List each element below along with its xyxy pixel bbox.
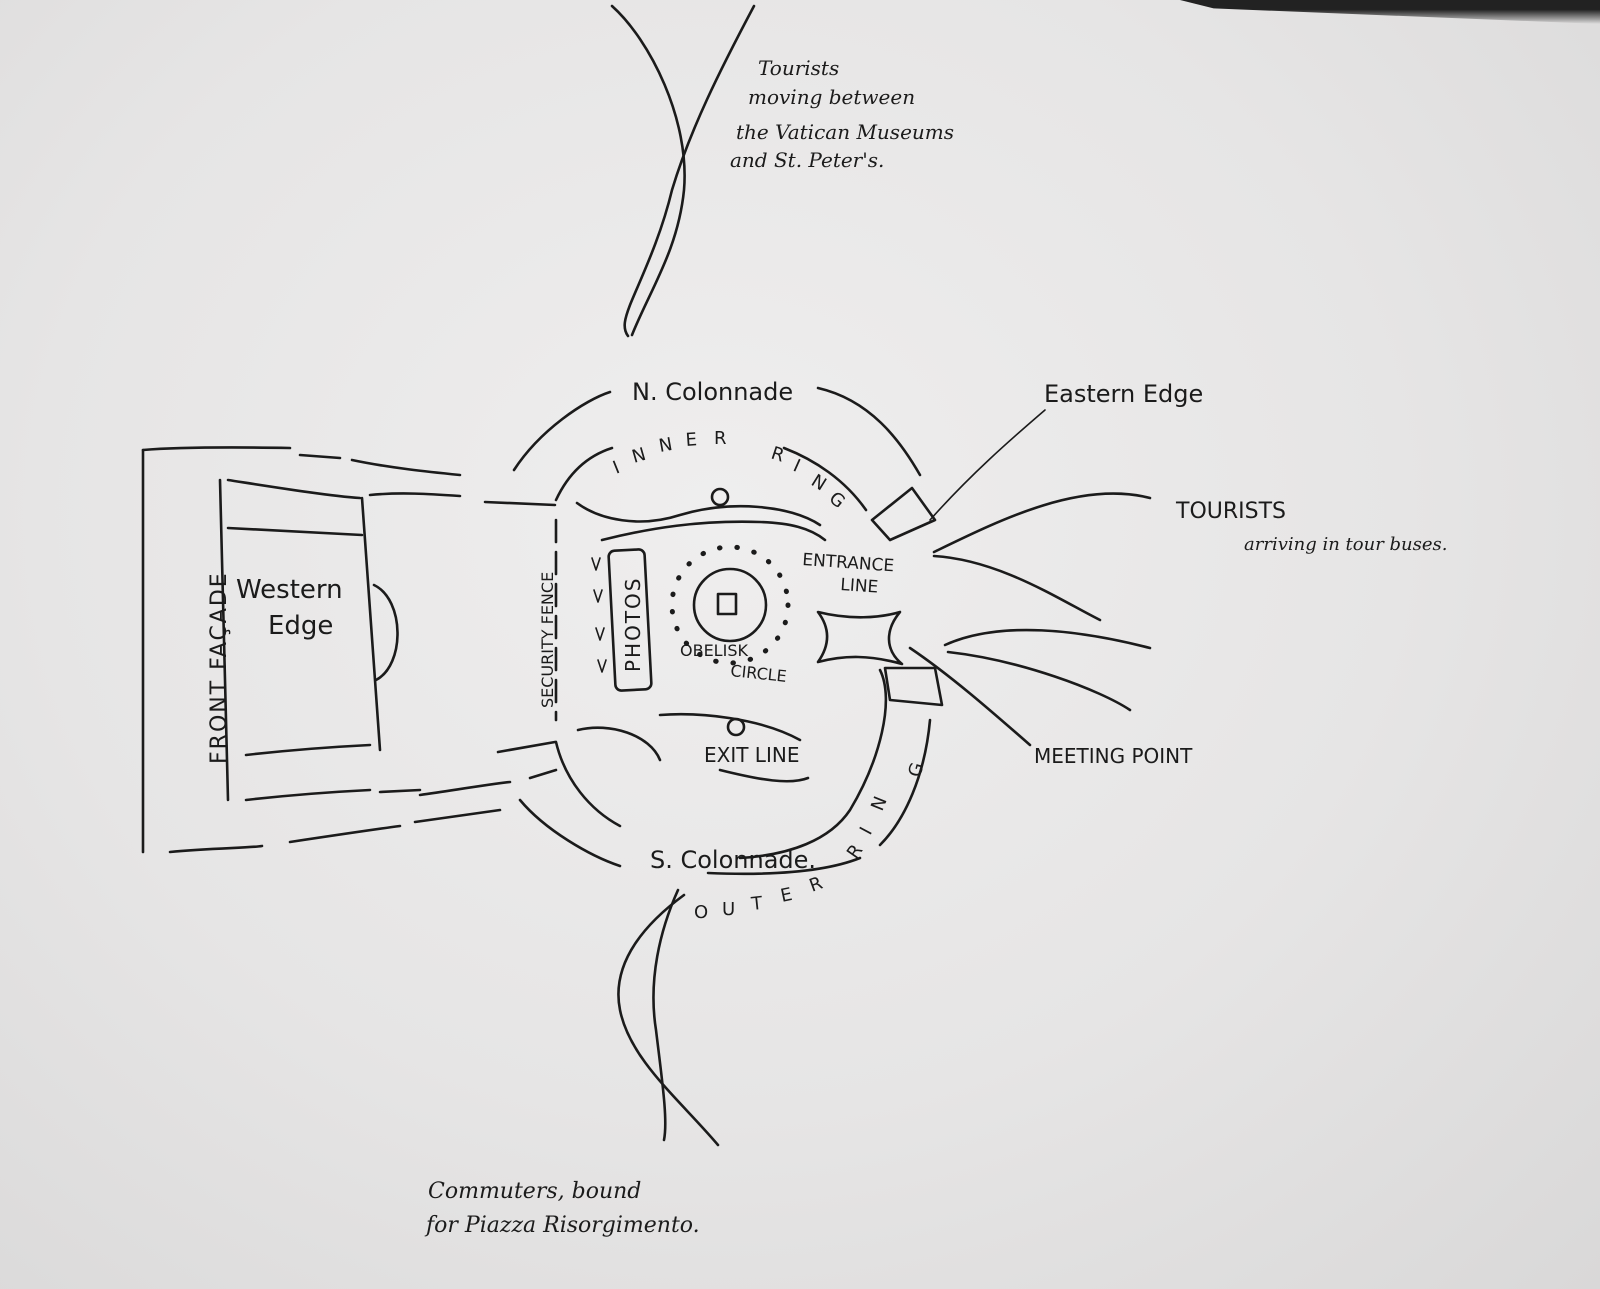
inner-barriers	[575, 501, 827, 783]
meeting-point-leader	[908, 646, 1032, 747]
outer-ring-char: R	[843, 841, 867, 863]
s-colonnade-label: S. Colonnade.	[650, 846, 816, 874]
photos-label: PHOTOS	[621, 577, 645, 673]
photos-box	[607, 548, 653, 692]
inner-ring-char: G	[825, 488, 849, 513]
circle-label: CIRCLE	[730, 661, 788, 686]
inner-ring-char: I	[610, 457, 623, 478]
n-colonnade-label: N. Colonnade	[632, 378, 793, 406]
entrance-line-label-2: LINE	[840, 575, 879, 598]
inner-ring-label: I N N E R R I N G	[610, 428, 849, 513]
south-flow-label: Commuters, bound for Piazza Risorgimento…	[424, 1179, 700, 1238]
eastern-gate-blocks	[870, 486, 944, 707]
outer-ring-char: U	[722, 899, 735, 920]
inner-ring-char: R	[714, 428, 727, 449]
eastern-edge-leader	[929, 409, 1046, 521]
entrance-gate	[816, 610, 904, 666]
entrance-line-label-1: ENTRANCE	[802, 550, 895, 576]
north-flow-line-1: Tourists	[758, 56, 839, 80]
south-flow-arrow	[617, 888, 720, 1147]
inner-ring-char: N	[657, 434, 674, 457]
meeting-point-label: MEETING POINT	[1034, 744, 1193, 768]
inner-ring-char: R	[768, 443, 786, 467]
tourists-title: TOURISTS	[1175, 499, 1286, 524]
western-edge-label-2: Edge	[268, 611, 333, 641]
photo-people-marks	[591, 557, 607, 673]
security-fence-label: SECURITY FENCE	[538, 572, 557, 708]
tourists-subtitle: arriving in tour buses.	[1244, 534, 1447, 555]
obelisk-label: OBELISK	[680, 641, 748, 660]
outer-ring-char: T	[749, 893, 764, 915]
basilica-block	[141, 446, 558, 854]
south-fountain	[726, 717, 746, 737]
inner-ring	[554, 446, 888, 860]
outer-ring-char: N	[867, 794, 892, 814]
exit-line-label: EXIT LINE	[704, 743, 799, 767]
eastern-edge-label: Eastern Edge	[1044, 380, 1203, 408]
north-flow-line-4: and St. Peter's.	[730, 148, 884, 172]
obelisk-circle	[669, 544, 791, 666]
north-flow-arrow	[610, 4, 756, 338]
outer-ring-char: I	[856, 824, 877, 839]
inner-ring-char: I	[790, 455, 803, 476]
inner-ring-char: N	[630, 444, 649, 468]
north-flow-label: Tourists moving between the Vatican Muse…	[730, 56, 954, 172]
outer-ring-char: G	[905, 760, 929, 779]
outer-colonnade	[512, 386, 932, 876]
eastern-flow-lines	[932, 492, 1152, 712]
inner-ring-char: E	[685, 429, 698, 451]
front-facade-label: FRONT FAÇADE	[207, 571, 232, 764]
south-flow-line-1: Commuters, bound	[428, 1179, 641, 1204]
western-edge-label-1: Western	[236, 575, 343, 605]
inner-ring-char: N	[807, 470, 830, 495]
north-flow-line-2: moving between	[748, 85, 915, 109]
north-fountain	[710, 487, 730, 507]
outer-ring-char: O	[694, 902, 708, 923]
north-flow-line-3: the Vatican Museums	[736, 120, 954, 144]
outer-ring-char: E	[779, 884, 794, 907]
outer-ring-char: R	[807, 873, 826, 897]
south-flow-line-2: for Piazza Risorgimento.	[424, 1213, 700, 1238]
